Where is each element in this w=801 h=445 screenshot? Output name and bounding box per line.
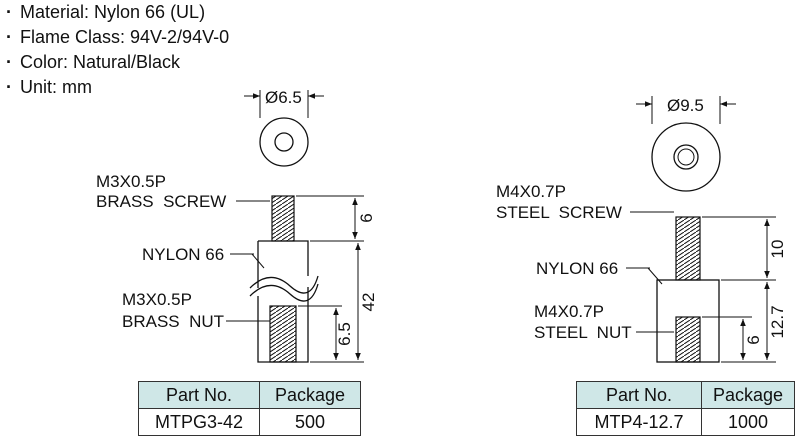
table-header-package: Package xyxy=(259,381,361,409)
left-nut-spec: M3X0.5P xyxy=(122,290,192,309)
right-screw-material: STEEL SCREW xyxy=(496,203,622,222)
right-part-table: Part No. Package MTP4-12.7 1000 xyxy=(576,381,795,436)
spec-color: Color: Natural/Black xyxy=(6,50,229,75)
left-body-label: NYLON 66 xyxy=(142,245,224,264)
spec-flame-class: Flame Class: 94V-2/94V-0 xyxy=(6,25,229,50)
spec-unit: Unit: mm xyxy=(6,75,229,100)
table-cell-part-no: MTP4-12.7 xyxy=(576,408,702,436)
right-dim-screw: 10 xyxy=(768,240,787,259)
right-dim-body: 12.7 xyxy=(768,305,787,338)
right-top-view: Ø9.5 xyxy=(636,96,736,192)
right-screw xyxy=(675,216,701,281)
table-header-package: Package xyxy=(701,381,795,409)
table-cell-package: 1000 xyxy=(701,408,795,436)
left-diameter-label: Ø6.5 xyxy=(265,88,302,107)
left-dim-screw: 6 xyxy=(357,213,376,222)
table-header-part-no: Part No. xyxy=(138,381,260,409)
right-diameter-label: Ø9.5 xyxy=(667,96,704,115)
right-part-drawing: Ø9.5 M4X0.7P STEEL SCREW NYLON 66 M4X0.7… xyxy=(496,96,787,363)
left-screw xyxy=(271,195,295,242)
left-screw-spec: M3X0.5P xyxy=(96,172,166,191)
spec-list: Material: Nylon 66 (UL) Flame Class: 94V… xyxy=(6,0,229,100)
left-spacer-body xyxy=(249,240,319,363)
right-nut-spec: M4X0.7P xyxy=(534,302,604,321)
left-dim-total: 42 xyxy=(359,293,378,312)
right-nut-material: STEEL NUT xyxy=(534,323,632,342)
table-cell-part-no: MTPG3-42 xyxy=(138,408,260,436)
table-header-part-no: Part No. xyxy=(576,381,702,409)
right-body-label: NYLON 66 xyxy=(536,259,618,278)
left-part-table: Part No. Package MTPG3-42 500 xyxy=(138,381,361,436)
spec-material: Material: Nylon 66 (UL) xyxy=(6,0,229,25)
right-screw-spec: M4X0.7P xyxy=(496,182,566,201)
table-cell-package: 500 xyxy=(259,408,361,436)
left-screw-material: BRASS SCREW xyxy=(96,192,226,211)
left-dim-nut: 6.5 xyxy=(335,322,354,346)
right-spacer-body xyxy=(656,279,720,363)
left-part-drawing: Ø6.5 M3X0.5P BRASS SCREW NYLON 66 M3X0.5… xyxy=(96,88,378,363)
right-dim-nut: 6 xyxy=(744,335,763,344)
left-nut-material: BRASS NUT xyxy=(122,312,224,331)
left-top-view: Ø6.5 xyxy=(244,88,324,167)
